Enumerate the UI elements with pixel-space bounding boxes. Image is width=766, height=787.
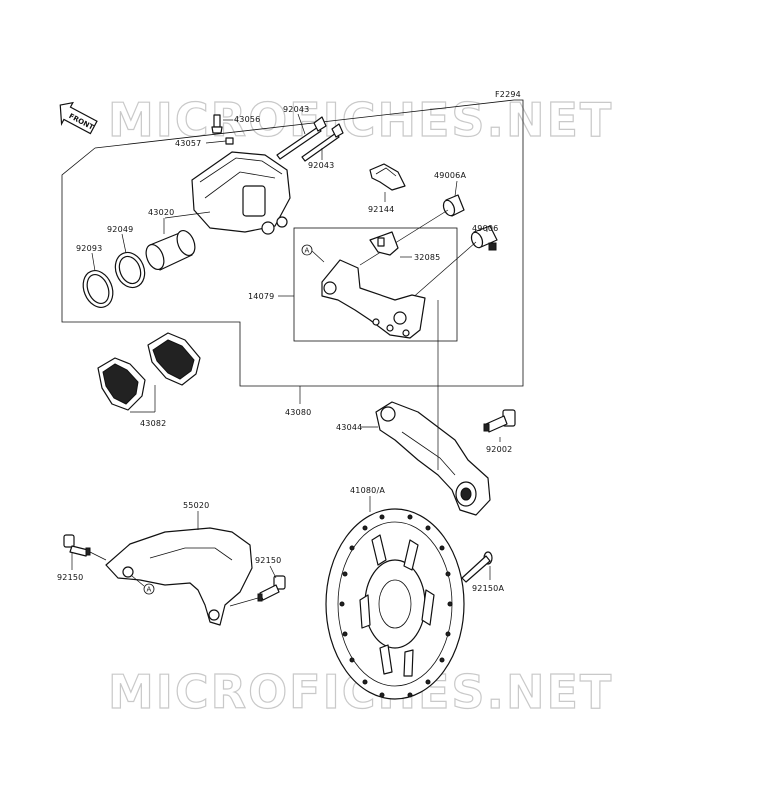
label-14079: 14079 (248, 292, 274, 301)
dust-seal-icon (82, 270, 114, 308)
label-43020: 43020 (148, 208, 174, 217)
bleeder-cap-icon (225, 137, 234, 145)
label-49006: 49006 (472, 224, 498, 233)
label-43082: 43082 (140, 419, 166, 428)
leader-92093 (91, 252, 96, 272)
pin-boot-icon (442, 194, 465, 217)
ref-marker-guard: A (143, 583, 155, 595)
piston-seal-icon (114, 251, 146, 289)
bleeder-valve-icon (211, 114, 223, 134)
brake-disc-icon (325, 508, 465, 700)
brake-caliper-icon (191, 151, 291, 235)
leader-43020-body (164, 211, 211, 219)
axis-49006a (359, 209, 449, 266)
label-92049: 92049 (107, 225, 133, 234)
label-43044: 43044 (336, 423, 362, 432)
leader-92043-a (297, 113, 306, 135)
label-92043-a: 92043 (283, 105, 309, 114)
front-arrow-icon: FRONT (59, 101, 98, 135)
axis-92150-right (229, 597, 259, 607)
label-92150-right: 92150 (255, 556, 281, 565)
pad-retainer-icon (369, 231, 399, 256)
disc-bolt-icon (461, 551, 493, 583)
label-49006a: 49006A (434, 171, 466, 180)
assembly-outline (61, 99, 524, 387)
label-92043-b: 92043 (308, 161, 334, 170)
leader-92049 (121, 233, 127, 254)
label-43056: 43056 (234, 115, 260, 124)
label-43080: 43080 (285, 408, 311, 417)
guard-bolt-left-icon (63, 534, 91, 557)
caliper-bracket-icon (375, 401, 491, 516)
label-92150-left: 92150 (57, 573, 83, 582)
label-92150a: 92150A (472, 584, 504, 593)
leader-ref-a2 (131, 575, 145, 587)
label-92144: 92144 (368, 205, 394, 214)
pad-spring-icon (369, 163, 406, 191)
caliper-holder-icon (321, 259, 426, 339)
piston-icon (145, 229, 196, 271)
svg-text:A: A (147, 586, 152, 594)
leader-ref-a (311, 250, 325, 263)
leader-49006a (454, 180, 458, 197)
label-92093: 92093 (76, 244, 102, 253)
disc-guard-icon (105, 527, 253, 626)
mounting-bolt-icon (483, 409, 516, 433)
watermark-top: MICROFICHES.NET (108, 93, 613, 147)
guard-bolt-right-icon (257, 575, 286, 602)
figure-code: F2294 (495, 90, 521, 99)
label-43057: 43057 (175, 139, 201, 148)
leader-43057 (205, 140, 227, 144)
label-55020: 55020 (183, 501, 209, 510)
brake-pads-icon (97, 332, 201, 411)
svg-text:A: A (305, 247, 310, 255)
ref-marker-holder: A (301, 244, 313, 256)
caliper-pin-icon (276, 116, 344, 162)
axis-49006 (409, 241, 477, 301)
label-92002: 92002 (486, 445, 512, 454)
label-32085: 32085 (414, 253, 440, 262)
label-41080a: 41080/A (350, 486, 385, 495)
axis-92150-left (89, 551, 107, 561)
caliper-holder-box (293, 227, 458, 342)
leader-92150-right (269, 565, 277, 579)
